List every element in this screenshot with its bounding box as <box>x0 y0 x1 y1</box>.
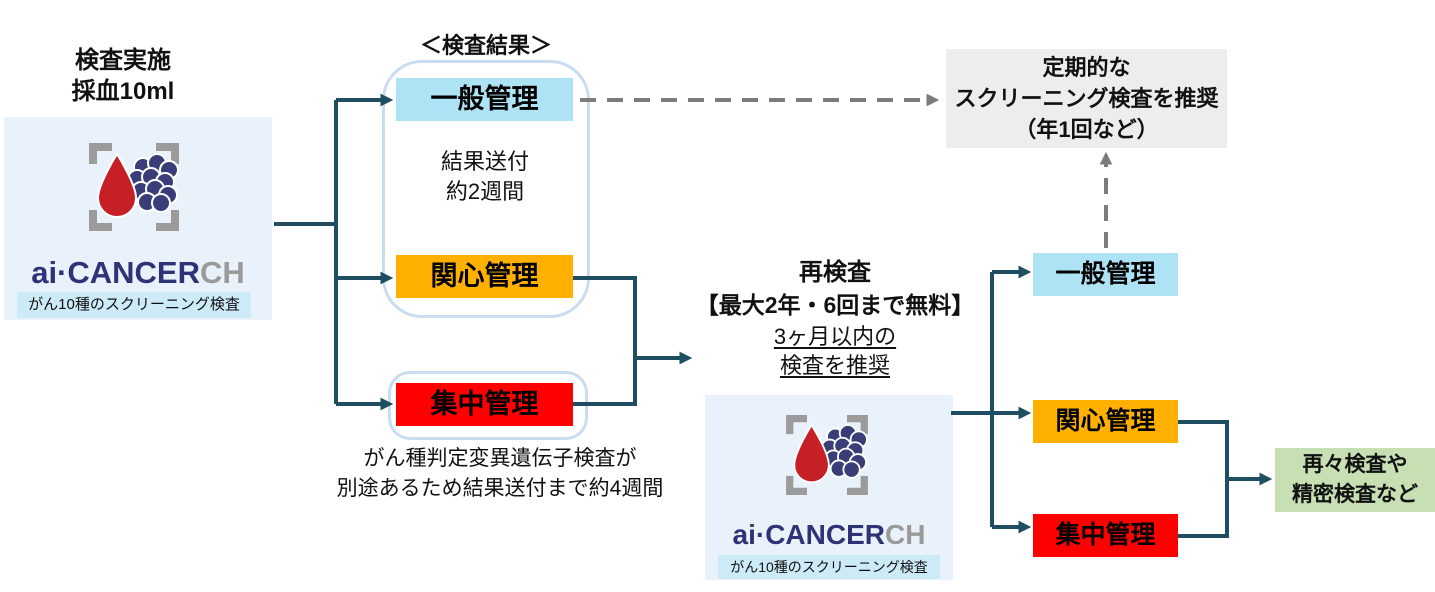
blood-drop-icon <box>96 152 138 218</box>
start-label-line2: 採血10ml <box>71 78 175 105</box>
periodic-line3: （年1回など） <box>1014 117 1159 142</box>
delivery-note: 結果送付 約2週間 <box>400 147 570 207</box>
viewfinder-brackets-icon <box>89 143 179 231</box>
brand-suffix: CH <box>885 519 926 550</box>
right-general-management-box: 一般管理 <box>1033 253 1178 296</box>
footnote-line2: 別途あるため結果送付まで約4週間 <box>336 477 664 500</box>
results-heading: ＜検査結果＞ <box>419 33 552 58</box>
ai-cancerch-card-retest: ai·CANCERCH がん10種のスクリーニング検査 <box>705 395 953 580</box>
brand-main: ai·CANCER <box>31 255 200 290</box>
start-label: 検査実施 採血10ml <box>23 45 223 107</box>
start-label-line1: 検査実施 <box>75 47 171 74</box>
blood-drop-icon <box>793 423 830 484</box>
brand-wordmark: ai·CANCERCH <box>4 255 272 291</box>
periodic-screening-box: 定期的な スクリーニング検査を推奨 （年1回など） <box>946 49 1227 148</box>
retest-title: 再検査 <box>799 259 871 286</box>
retest-note-line2: 検査を推奨 <box>779 353 890 378</box>
blood-drop-grapes-icon <box>89 143 179 231</box>
grape-cluster-icon <box>127 153 179 213</box>
right-interest-management-box: 関心管理 <box>1033 400 1178 443</box>
retest-note-line1: 3ヶ月以内の <box>773 324 897 349</box>
intensive-footnote: がん種判定変異遺伝子検査が 別途あるため結果送付まで約4週間 <box>330 444 670 504</box>
intensive-management-box: 集中管理 <box>396 383 573 426</box>
right-intensive-management-box: 集中管理 <box>1033 514 1178 557</box>
brand-suffix: CH <box>200 255 245 290</box>
followup-line1: 再々検査や <box>1302 453 1408 476</box>
general-management-box: 一般管理 <box>396 78 573 121</box>
retest-subtitle: 【最大2年・6回まで無料】 <box>695 292 975 318</box>
followup-box: 再々検査や 精密検査など <box>1275 448 1435 512</box>
wire-merge-right <box>1178 420 1229 538</box>
footnote-line1: がん種判定変異遺伝子検査が <box>363 447 637 470</box>
periodic-line2: スクリーニング検査を推奨 <box>954 86 1219 111</box>
delivery-line2: 約2週間 <box>445 179 525 204</box>
screening-banner: がん10種のスクリーニング検査 <box>17 292 251 318</box>
periodic-line1: 定期的な <box>1042 55 1131 80</box>
blood-drop-grapes-icon <box>786 415 868 495</box>
ai-cancerch-card-first: ai·CANCERCH がん10種のスクリーニング検査 <box>4 117 272 320</box>
delivery-line1: 結果送付 <box>440 149 529 174</box>
followup-line2: 精密検査など <box>1292 483 1418 506</box>
interest-management-box: 関心管理 <box>396 255 573 298</box>
screening-banner: がん10種のスクリーニング検査 <box>718 555 940 579</box>
viewfinder-brackets-icon <box>786 415 868 495</box>
brand-main: ai·CANCER <box>732 519 885 550</box>
brand-wordmark: ai·CANCERCH <box>705 519 953 551</box>
retest-block: 再検査 【最大2年・6回まで無料】 3ヶ月以内の 検査を推奨 <box>680 257 990 380</box>
